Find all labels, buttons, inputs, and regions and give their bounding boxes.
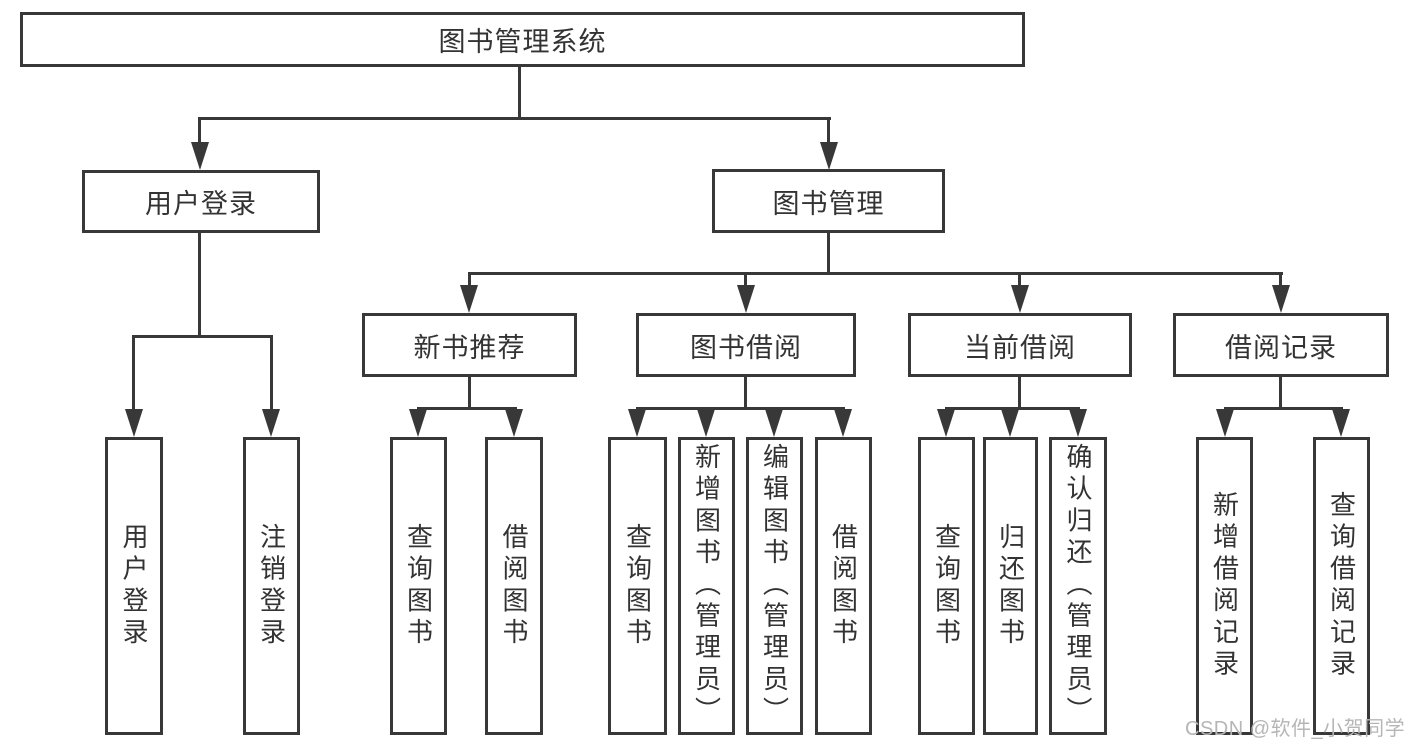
leaf-query-books-borrow-label: 查询图书 <box>622 522 653 650</box>
node-library-system: 图书管理系统 <box>20 12 1025 67</box>
leaf-borrow-books-label: 借阅图书 <box>828 522 859 650</box>
leaf-query-books-recommend: 查询图书 <box>390 437 447 735</box>
connector-line <box>1018 377 1021 409</box>
leaf-add-borrow-record-label: 新增借阅记录 <box>1209 490 1240 682</box>
leaf-borrow-books: 借阅图书 <box>815 437 872 735</box>
node-user-login-label: 用户登录 <box>145 189 257 219</box>
leaf-query-books-current: 查询图书 <box>918 437 975 735</box>
leaf-borrow-books-recommend: 借阅图书 <box>485 437 543 735</box>
leaf-logout-label: 注销登录 <box>256 522 287 650</box>
connector-line <box>468 377 471 409</box>
connector-line <box>518 67 521 120</box>
arrow-down-icon <box>262 409 280 437</box>
leaf-return-books-label: 归还图书 <box>995 522 1026 650</box>
connector-line <box>198 233 201 337</box>
leaf-query-borrow-record-label: 查询借阅记录 <box>1326 490 1357 682</box>
arrow-down-icon <box>409 409 427 437</box>
arrow-down-icon <box>697 409 715 437</box>
arrow-down-icon <box>937 409 955 437</box>
arrow-down-icon <box>1011 285 1029 313</box>
node-current-borrow: 当前借阅 <box>908 313 1132 377</box>
connector-line <box>744 272 747 288</box>
connector-line <box>636 407 845 410</box>
connector-line <box>744 377 747 409</box>
connector-line <box>468 272 1283 275</box>
arrow-down-icon <box>1332 409 1350 437</box>
node-library-system-label: 图书管理系统 <box>438 27 607 57</box>
leaf-add-books-admin: 新增图书（管理员） <box>678 437 735 735</box>
node-borrow-records: 借阅记录 <box>1173 313 1389 377</box>
arrow-down-icon <box>1069 409 1087 437</box>
leaf-confirm-return-admin-label: 确认归还（管理员） <box>1063 443 1093 729</box>
node-book-management-label: 图书管理 <box>772 188 885 219</box>
connector-line <box>827 117 830 147</box>
leaf-edit-books-admin: 编辑图书（管理员） <box>746 437 803 735</box>
leaf-logout: 注销登录 <box>243 437 300 735</box>
connector-line <box>417 407 517 410</box>
connector-line <box>132 335 273 338</box>
leaf-user-login-label: 用户登录 <box>119 522 149 650</box>
leaf-confirm-return-admin: 确认归还（管理员） <box>1049 437 1107 735</box>
connector-line <box>270 335 273 412</box>
leaf-query-borrow-record: 查询借阅记录 <box>1313 437 1370 735</box>
connector-line <box>198 117 831 120</box>
connector-line <box>132 335 135 412</box>
arrow-down-icon <box>1216 409 1234 437</box>
node-new-book-recommend: 新书推荐 <box>362 313 577 377</box>
connector-line <box>1018 272 1021 288</box>
arrow-down-icon <box>125 409 143 437</box>
leaf-query-books-recommend-label: 查询图书 <box>403 522 434 650</box>
arrow-down-icon <box>1272 285 1290 313</box>
arrow-down-icon <box>460 285 478 313</box>
node-book-borrow: 图书借阅 <box>636 313 856 377</box>
node-user-login: 用户登录 <box>82 170 320 233</box>
arrow-down-icon <box>1001 409 1019 437</box>
node-book-management: 图书管理 <box>712 169 945 233</box>
leaf-user-login: 用户登录 <box>105 437 163 735</box>
connector-line <box>198 117 201 147</box>
arrow-down-icon <box>191 142 209 170</box>
arrow-down-icon <box>737 285 755 313</box>
arrow-down-icon <box>505 409 523 437</box>
arrow-down-icon <box>628 409 646 437</box>
connector-line <box>827 233 830 275</box>
node-new-book-recommend-label: 新书推荐 <box>413 332 526 363</box>
arrow-down-icon <box>834 409 852 437</box>
watermark: CSDN @软件_小贺同学 <box>1185 718 1405 740</box>
node-book-borrow-label: 图书借阅 <box>690 332 802 363</box>
connector-line <box>1279 272 1282 288</box>
leaf-add-borrow-record: 新增借阅记录 <box>1196 437 1253 735</box>
leaf-query-books-borrow: 查询图书 <box>608 437 667 735</box>
leaf-edit-books-admin-label: 编辑图书（管理员） <box>759 443 790 729</box>
leaf-query-books-current-label: 查询图书 <box>931 522 962 650</box>
leaf-add-books-admin-label: 新增图书（管理员） <box>691 443 722 729</box>
connector-line <box>468 272 471 288</box>
connector-line <box>945 407 1080 410</box>
connector-line <box>1279 377 1282 409</box>
arrow-down-icon <box>820 142 838 170</box>
node-borrow-records-label: 借阅记录 <box>1225 332 1337 363</box>
connector-line <box>1224 407 1343 410</box>
leaf-borrow-books-recommend-label: 借阅图书 <box>499 522 529 650</box>
node-current-borrow-label: 当前借阅 <box>964 332 1076 363</box>
leaf-return-books: 归还图书 <box>983 437 1038 735</box>
arrow-down-icon <box>765 409 783 437</box>
